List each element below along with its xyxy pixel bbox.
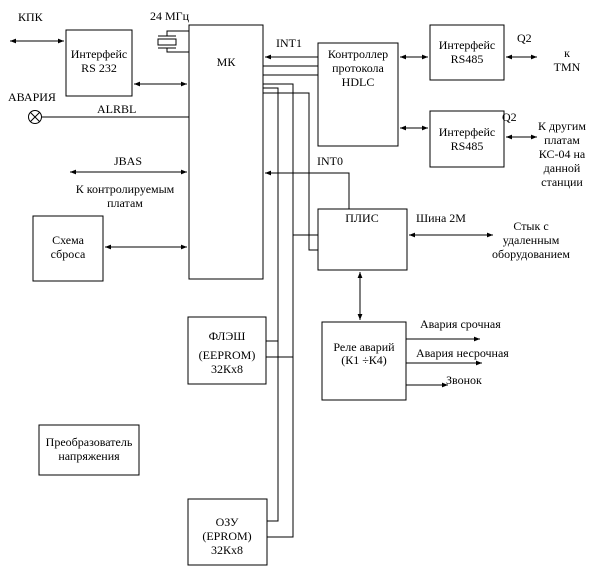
bus-to-flash xyxy=(263,87,279,342)
rs485-bottom-block: Интерфейс RS485 xyxy=(429,110,505,168)
rs485-bottom-line2: RS485 xyxy=(451,139,484,153)
rs232-interface-block: Интерфейс RS 232 xyxy=(65,29,133,97)
rs232-label-line2: RS 232 xyxy=(81,61,117,75)
controlled-boards-line1: К контролируемым xyxy=(76,182,175,196)
converter-label-line1: Преобразователь xyxy=(46,435,133,449)
ram-block: ОЗУ (EPROM) 32Кх8 xyxy=(187,498,268,566)
ram-label-line1: ОЗУ xyxy=(216,515,239,529)
tmn-label-line1: к xyxy=(564,46,570,60)
bus-to-ram xyxy=(267,341,279,522)
tmn-label-line2: TMN xyxy=(554,60,581,74)
alrbl-label: ALRBL xyxy=(97,102,136,116)
rs485-top-line1: Интерфейс xyxy=(439,38,496,52)
avaria-label: АВАРИЯ xyxy=(8,90,56,104)
flash-label-line1: ФЛЭШ xyxy=(209,329,246,343)
alarm-lamp-icon xyxy=(28,110,42,124)
ram-label-line3: 32Кх8 xyxy=(211,543,243,557)
flash-label-line3: 32Кх8 xyxy=(211,362,243,376)
ram-label-line2: (EPROM) xyxy=(202,529,251,543)
int0-label: INT0 xyxy=(317,154,343,168)
q2-bottom-label: Q2 xyxy=(502,110,517,124)
flash-label-line2: (EEPROM) xyxy=(199,348,256,362)
hdlc-label-line3: HDLC xyxy=(342,75,375,89)
bus-2m-label: Шина 2М xyxy=(416,211,466,225)
q2-top-label: Q2 xyxy=(517,31,532,45)
voltage-converter-block: Преобразователь напряжения xyxy=(38,424,140,476)
rs485-bottom-line1: Интерфейс xyxy=(439,125,496,139)
bell-label: Звонок xyxy=(446,373,482,387)
converter-label-line2: напряжения xyxy=(58,449,120,463)
reset-circuit-block: Схема сброса xyxy=(32,215,104,282)
remote-line2: удаленным xyxy=(503,233,560,247)
reset-label-line1: Схема xyxy=(52,233,85,247)
alarm-relay-block: Реле аварий (К1 ÷К4) xyxy=(321,321,407,401)
nonurgent-alarm-label: Авария несрочная xyxy=(416,346,509,360)
remote-line1: Стык с xyxy=(513,219,548,233)
flash-block: ФЛЭШ (EEPROM) 32Кх8 xyxy=(187,316,267,385)
rs485-top-line2: RS485 xyxy=(451,52,484,66)
mk-block: МК xyxy=(188,24,264,280)
bus-mk-to-plis-2 xyxy=(263,92,318,251)
hdlc-controller-block: Контроллер протокола HDLC xyxy=(317,42,399,147)
kpk-label: КПК xyxy=(18,10,44,24)
relay-label-line2: (К1 ÷К4) xyxy=(341,353,387,367)
plis-block: ПЛИС xyxy=(317,208,408,271)
other-boards-line1: К другим xyxy=(538,119,586,133)
jbas-label: JBAS xyxy=(114,154,142,168)
frequency-label: 24 МГц xyxy=(150,9,190,23)
bus-to-ram-2 xyxy=(267,235,294,538)
hdlc-label-line1: Контроллер xyxy=(328,47,388,61)
rs232-label-line1: Интерфейс xyxy=(71,47,128,61)
other-boards-line2: платам xyxy=(544,133,580,147)
crystal-icon xyxy=(157,30,189,53)
rs485-top-block: Интерфейс RS485 xyxy=(429,24,505,81)
other-boards-line4: данной xyxy=(544,161,581,175)
bus-mk-to-plis xyxy=(263,83,318,236)
other-boards-line3: КС-04 на xyxy=(539,147,586,161)
remote-line3: оборудованием xyxy=(492,247,570,261)
plis-label: ПЛИС xyxy=(345,211,378,225)
controlled-boards-line2: платам xyxy=(107,196,143,210)
hdlc-label-line2: протокола xyxy=(332,61,384,75)
mk-label: МК xyxy=(217,55,237,69)
reset-label-line2: сброса xyxy=(51,247,86,261)
urgent-alarm-label: Авария срочная xyxy=(420,317,501,331)
relay-label-line1: Реле аварий xyxy=(333,340,395,354)
other-boards-line5: станции xyxy=(541,175,583,189)
int1-label: INT1 xyxy=(276,36,302,50)
